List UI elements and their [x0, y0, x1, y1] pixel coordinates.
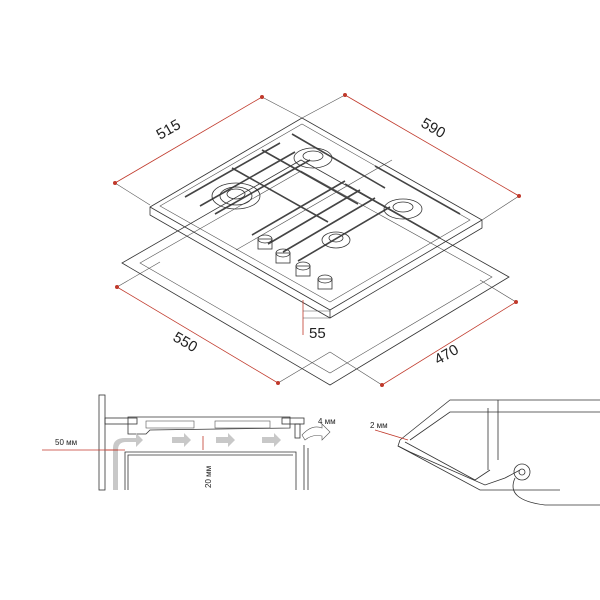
rear-gap-label: 4 мм — [318, 417, 336, 426]
hob-section — [127, 416, 291, 435]
knob-3 — [295, 261, 311, 277]
countertop-right — [281, 417, 305, 425]
burner-rear — [293, 147, 333, 169]
knob-2 — [275, 248, 291, 264]
rear-vent-arrow — [301, 423, 331, 441]
burner-right — [383, 198, 423, 220]
airflow-arrow — [113, 433, 143, 490]
dim-width-label: 590 — [418, 115, 448, 142]
control-knobs — [257, 234, 333, 290]
section-view — [42, 394, 331, 491]
dim-depth-label: 515 — [154, 116, 184, 143]
knob-1 — [257, 234, 273, 250]
dim-front-offset-label: 55 — [309, 325, 326, 342]
seal-roll — [513, 463, 531, 481]
burner-front — [321, 231, 351, 249]
countertop-left — [104, 417, 138, 425]
knob-4 — [317, 274, 333, 290]
wall — [98, 394, 106, 491]
burners — [211, 147, 423, 249]
pan-grates — [184, 133, 461, 262]
dim-cutout-depth-label: 470 — [432, 341, 462, 368]
burner-large — [211, 182, 261, 210]
seal-detail — [374, 399, 600, 506]
seal-thickness-label: 2 мм — [370, 421, 388, 430]
air-gap-label: 20 мм — [204, 466, 213, 488]
side-gap-label: 50 мм — [55, 438, 77, 447]
dim-cutout-width-label: 550 — [170, 329, 200, 356]
dimension-lines — [113, 93, 521, 387]
cutout-outline — [121, 159, 510, 386]
